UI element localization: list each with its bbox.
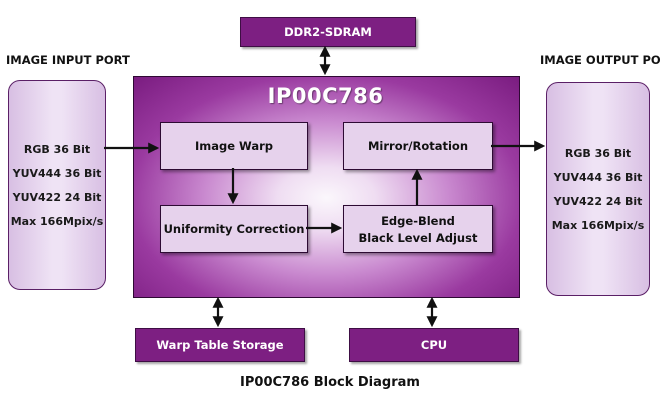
edge-blend-block: Edge-Blend Black Level Adjust [343,205,493,253]
input-port-line: Max 166Mpix/s [10,214,104,228]
uniformity-correction-block: Uniformity Correction [160,205,308,253]
ip-core-title: IP00C786 [267,84,384,108]
output-port-line: YUV444 36 Bit [553,170,643,184]
output-port-line: Max 166Mpix/s [551,218,645,232]
ip-core-block [133,76,520,298]
edge-blend-label: Edge-Blend [381,213,455,228]
image-warp-block: Image Warp [160,122,308,170]
input-port-line: YUV444 36 Bit [12,166,102,180]
cpu-box: CPU [349,328,519,362]
output-port-line: YUV422 24 Bit [553,194,643,208]
input-port-box: RGB 36 Bit YUV444 36 Bit YUV422 24 Bit M… [8,80,106,290]
output-port-line: RGB 36 Bit [564,146,632,160]
input-port-line: RGB 36 Bit [23,142,91,156]
warp-table-storage-box: Warp Table Storage [135,328,305,362]
uniformity-correction-label: Uniformity Correction [163,222,305,236]
black-level-adjust-label: Black Level Adjust [358,230,478,245]
input-port-line: YUV422 24 Bit [12,190,102,204]
image-warp-label: Image Warp [195,139,273,153]
mirror-rotation-label: Mirror/Rotation [367,139,469,153]
ddr2-sdram-box: DDR2-SDRAM [240,17,416,47]
input-port-label: IMAGE INPUT PORT [6,53,130,67]
output-port-box: RGB 36 Bit YUV444 36 Bit YUV422 24 Bit M… [546,82,650,296]
diagram-caption: IP00C786 Block Diagram [240,375,420,390]
output-port-label: IMAGE OUTPUT PORT [540,53,660,67]
